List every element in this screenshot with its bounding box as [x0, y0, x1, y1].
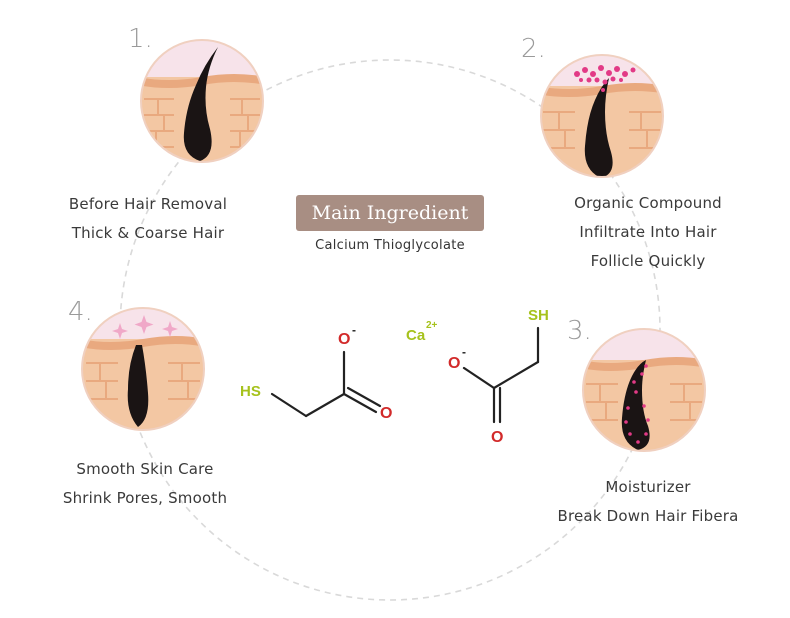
- step-3-caption: Moisturizer Break Down Hair Fibera: [548, 473, 748, 531]
- step-1-line-1: Before Hair Removal: [68, 195, 228, 213]
- right-sh-label: SH: [528, 307, 549, 324]
- structural-formula: HS O - O Ca 2+ O - SH O: [240, 307, 549, 446]
- step-2-line-3: Follicle Quickly: [590, 252, 706, 270]
- left-hs-label: HS: [240, 383, 261, 400]
- left-o-minus-label: O: [338, 331, 350, 348]
- step-number-2: 2.: [521, 34, 546, 64]
- step-4-line-2: Shrink Pores, Smooth: [62, 489, 228, 507]
- step-number-3: 3.: [567, 316, 592, 346]
- follicle-illustration-3: [582, 328, 706, 452]
- right-o-minus-label: O: [448, 355, 460, 372]
- right-o-label: O: [491, 429, 503, 446]
- step-1-line-2: Thick & Coarse Hair: [71, 224, 225, 242]
- step-4-line-1: Smooth Skin Care: [76, 460, 214, 478]
- step-1-caption: Before Hair Removal Thick & Coarse Hair: [48, 190, 248, 248]
- step-3-line-1: Moisturizer: [605, 478, 691, 496]
- step-2-caption: Organic Compound Infiltrate Into Hair Fo…: [548, 189, 748, 276]
- step-3-line-2: Break Down Hair Fibera: [557, 507, 739, 525]
- ion-ca-label: Ca: [406, 327, 426, 344]
- follicle-illustration-4: [81, 307, 205, 431]
- follicle-illustration-2: [540, 54, 664, 178]
- step-2-line-1: Organic Compound: [574, 194, 722, 212]
- right-o-minus-sign: -: [462, 345, 466, 359]
- step-2-line-2: Infiltrate Into Hair: [579, 223, 717, 241]
- ion-charge-label: 2+: [426, 320, 438, 331]
- ingredient-name: Calcium Thioglycolate: [315, 238, 465, 253]
- step-number-4: 4.: [68, 297, 93, 327]
- left-o-label: O: [380, 405, 392, 422]
- follicle-illustration-1: [140, 39, 264, 163]
- left-o-minus-sign: -: [352, 323, 356, 337]
- main-ingredient-badge: Main Ingredient: [296, 195, 484, 231]
- step-4-caption: Smooth Skin Care Shrink Pores, Smooth: [45, 455, 245, 513]
- step-number-1: 1.: [128, 24, 153, 54]
